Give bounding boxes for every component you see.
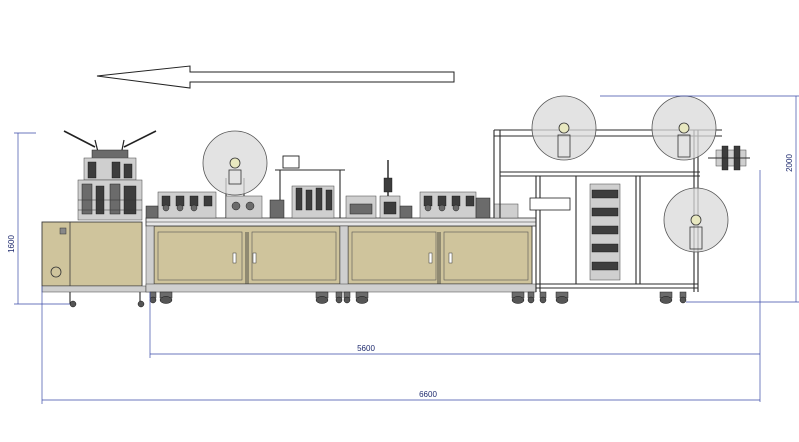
nose-bridge-module	[269, 155, 345, 219]
main-cabinet-right	[347, 225, 533, 285]
center-welding-module	[345, 160, 413, 219]
ear-loop-welding-unit	[41, 130, 157, 308]
material-reel-2	[531, 95, 597, 161]
material-reel-3	[651, 95, 717, 161]
dimension-height-right-text: 2000	[785, 154, 794, 172]
material-reel-4	[663, 187, 729, 253]
material-reel-1	[202, 130, 268, 219]
main-cabinet-left	[153, 225, 341, 285]
dimension-length-total: 6600	[41, 286, 760, 404]
dimension-length-inner-text: 5600	[357, 344, 375, 353]
dimension-length-total-text: 6600	[419, 390, 437, 399]
caster-wheels	[149, 291, 687, 304]
flow-direction-arrow	[96, 65, 455, 89]
roller-module-1	[145, 191, 217, 219]
dimension-height-left-text: 1600	[7, 235, 16, 253]
roller-module-2	[419, 191, 519, 219]
unwinding-frame	[493, 129, 750, 292]
dimension-height-right: 2000	[600, 95, 799, 303]
dimension-length-inner: 5600	[149, 170, 761, 402]
